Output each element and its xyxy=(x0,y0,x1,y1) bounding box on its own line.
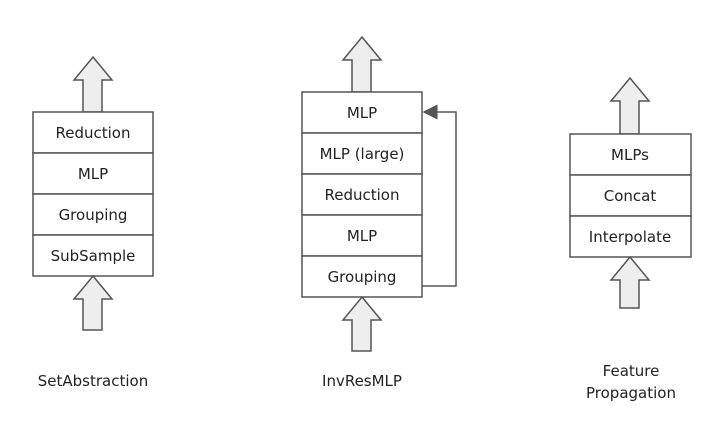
layer-box-interpolate xyxy=(569,215,692,258)
caption-line: Feature xyxy=(602,362,660,380)
output-arrow-icon xyxy=(72,55,114,113)
block-setabstraction: Reduction MLP Grouping SubSample xyxy=(32,55,154,331)
layer-box-mlp xyxy=(301,214,423,257)
caption-featurepropagation: Feature Propagation xyxy=(551,360,711,404)
layer-label-mlp: MLP xyxy=(78,165,108,183)
layer-label-interpolate: Interpolate xyxy=(589,228,671,246)
layer-box-reduction xyxy=(32,111,154,154)
layer-box-mlps xyxy=(569,133,692,176)
layer-label-concat: Concat xyxy=(604,187,657,205)
layer-label-reduction: Reduction xyxy=(56,124,131,142)
residual-connection-arrow xyxy=(422,104,457,287)
layer-box-mlp xyxy=(32,152,154,195)
caption-line: InvResMLP xyxy=(322,372,402,390)
input-arrow-icon xyxy=(72,274,114,331)
layer-label-subsample: SubSample xyxy=(51,247,136,265)
layer-stack: Reduction MLP Grouping SubSample xyxy=(32,111,154,277)
layer-box-concat xyxy=(569,174,692,217)
layer-label-mlps: MLPs xyxy=(611,146,649,164)
layer-label-mlp-large: MLP (large) xyxy=(320,145,405,163)
layer-label-reduction: Reduction xyxy=(325,186,400,204)
layer-stack: MLP MLP (large) Reduction MLP Grouping xyxy=(301,91,423,298)
input-arrow-icon xyxy=(341,295,383,352)
caption-line: SetAbstraction xyxy=(37,372,149,390)
layer-box-grouping xyxy=(32,193,154,236)
block-invresmlp: MLP MLP (large) Reduction MLP Grouping xyxy=(301,35,457,352)
input-arrow-icon xyxy=(609,255,651,309)
output-arrow-icon xyxy=(609,76,651,135)
layer-box-mlp-large xyxy=(301,132,423,175)
layer-label-mlp: MLP xyxy=(347,227,377,245)
layer-box-grouping xyxy=(301,255,423,298)
block-featurepropagation: MLPs Concat Interpolate xyxy=(569,76,692,309)
layer-box-mlp xyxy=(301,91,423,134)
output-arrow-icon xyxy=(341,35,383,93)
layer-stack: MLPs Concat Interpolate xyxy=(569,133,692,258)
layer-label-mlp: MLP xyxy=(347,104,377,122)
layer-label-grouping: Grouping xyxy=(328,268,397,286)
caption-invresmlp: InvResMLP xyxy=(282,370,442,392)
layer-box-subsample xyxy=(32,234,154,277)
caption-line: Propagation xyxy=(586,384,676,402)
layer-label-grouping: Grouping xyxy=(59,206,128,224)
layer-box-reduction xyxy=(301,173,423,216)
caption-setabstraction: SetAbstraction xyxy=(13,370,173,392)
